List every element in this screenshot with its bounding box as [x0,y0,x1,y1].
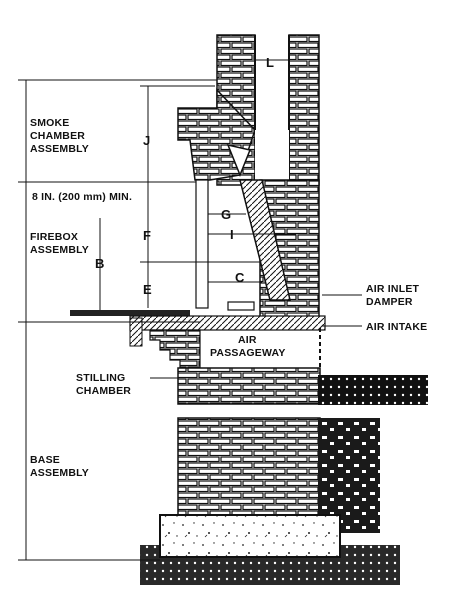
label-firebox-2: ASSEMBLY [30,244,89,256]
dimension-lines [18,59,362,561]
smoke-chamber [177,88,289,185]
dim-letter-b: B [95,256,104,271]
label-air-passageway-1: AIR [238,334,257,346]
dimension-letters: L J G I F B C E [95,55,274,297]
label-smoke-chamber-3: ASSEMBLY [30,143,89,155]
label-firebox-1: FIREBOX [30,231,78,243]
label-stilling-2: CHAMBER [76,385,131,397]
label-air-inlet-2: DAMPER [366,296,413,308]
stilling-chamber [149,328,321,371]
label-air-inlet-1: AIR INLET [366,283,420,295]
dim-letter-e: E [143,282,152,297]
dim-letter-f: F [143,228,151,243]
base-assembly [140,367,428,585]
hearth [70,301,326,347]
label-air-passageway-2: PASSAGEWAY [210,347,286,359]
firebox-masonry [195,179,320,321]
label-stilling-1: STILLING [76,372,125,384]
dim-letter-c: C [235,270,245,285]
label-smoke-chamber-2: CHAMBER [30,130,85,142]
label-min-clearance: 8 IN. (200 mm) MIN. [32,191,132,203]
dim-letter-i: I [230,227,234,242]
labels: SMOKE CHAMBER ASSEMBLY 8 IN. (200 mm) MI… [30,117,427,479]
label-base-1: BASE [30,454,60,466]
dim-letter-j: J [143,133,150,148]
label-smoke-chamber-1: SMOKE [30,117,70,129]
label-base-2: ASSEMBLY [30,467,89,479]
label-air-intake: AIR INTAKE [366,321,427,333]
dim-letter-l: L [266,55,274,70]
dim-letter-g: G [221,207,231,222]
